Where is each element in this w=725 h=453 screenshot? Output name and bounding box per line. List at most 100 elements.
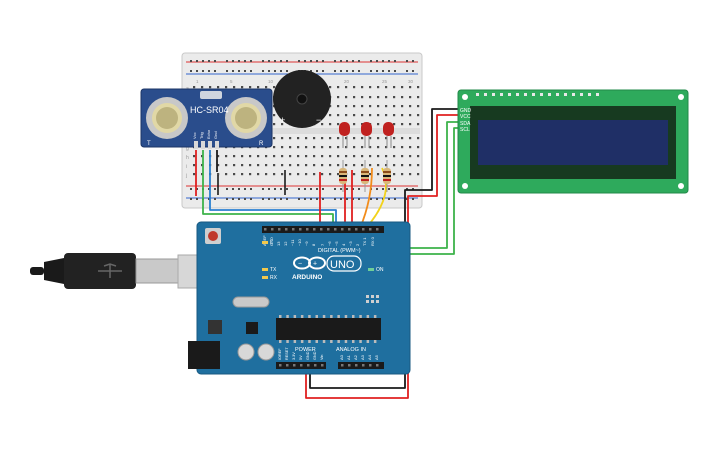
lcd-header-pin xyxy=(492,93,495,96)
power-label: POWER xyxy=(295,347,316,353)
rail-hole xyxy=(274,188,276,190)
breadboard-hole xyxy=(233,155,236,158)
icsp-pin xyxy=(366,300,369,303)
breadboard-hole xyxy=(369,146,372,149)
breadboard-hole xyxy=(377,137,380,140)
row-letter: g xyxy=(186,146,189,152)
pin-hole xyxy=(279,364,282,367)
pin-hole xyxy=(341,364,344,367)
pin-label: ~3 xyxy=(348,241,353,246)
breadboard-hole xyxy=(281,123,284,126)
row-letter: h xyxy=(186,155,189,161)
wire-green-sensor-trig xyxy=(202,150,334,228)
breadboard-hole xyxy=(393,155,396,158)
rail-hole xyxy=(406,70,408,72)
resistor-1[interactable] xyxy=(339,160,347,192)
lcd-pin-label: SDA xyxy=(460,121,471,127)
atmega-chip xyxy=(276,318,381,340)
rail-hole xyxy=(274,70,276,72)
rail-hole xyxy=(358,198,360,200)
breadboard-hole xyxy=(345,137,348,140)
breadboard-hole xyxy=(257,173,260,176)
sensor-pin-label: Echo xyxy=(206,129,211,139)
rail-hole xyxy=(370,70,372,72)
on-label: ON xyxy=(376,267,384,273)
breadboard-hole xyxy=(393,96,396,99)
breadboard-hole xyxy=(265,164,268,167)
breadboard-hole xyxy=(217,86,220,89)
rail-hole xyxy=(304,188,306,190)
breadboard-hole xyxy=(281,146,284,149)
piezo-buzzer[interactable]: + − xyxy=(273,70,331,128)
rail-hole xyxy=(196,198,198,200)
led-3[interactable] xyxy=(383,122,394,148)
pin-hole xyxy=(348,228,351,231)
chip-leg xyxy=(344,340,348,343)
pin-label: A3 xyxy=(360,354,365,360)
breadboard-hole xyxy=(401,146,404,149)
lcd-header-pin xyxy=(500,93,503,96)
rail-hole xyxy=(268,188,270,190)
breadboard-hole xyxy=(377,114,380,117)
pin-hole xyxy=(355,364,358,367)
breadboard-hole xyxy=(273,173,276,176)
breadboard-hole xyxy=(417,123,420,126)
breadboard-hole xyxy=(305,146,308,149)
breadboard-hole xyxy=(305,173,308,176)
resistor-3[interactable] xyxy=(383,160,391,192)
resistor-2[interactable] xyxy=(361,160,369,192)
breadboard-hole xyxy=(345,96,348,99)
led-1[interactable] xyxy=(339,122,350,148)
power-jack xyxy=(188,341,220,369)
lcd-module[interactable]: GND VCC SDA SCL xyxy=(457,89,689,194)
arduino-uno-board[interactable]: AREF GND 13 12 ~11 ~10 ~9 8 7 ~6 ~5 4 ~3… xyxy=(188,221,411,375)
lcd-header-pin xyxy=(556,93,559,96)
breadboard-hole xyxy=(377,86,380,89)
rail-hole xyxy=(376,60,378,62)
lcd-header-pin xyxy=(548,93,551,96)
column-number: 30 xyxy=(408,79,414,84)
pin-label: IOREF xyxy=(278,348,282,360)
rail-hole xyxy=(286,188,288,190)
pin-label: ~5 xyxy=(334,241,339,246)
led-2[interactable] xyxy=(361,122,372,148)
breadboard-hole xyxy=(241,155,244,158)
chip-leg xyxy=(322,340,326,343)
chip-leg xyxy=(293,340,297,343)
breadboard-hole xyxy=(409,105,412,108)
breadboard-hole xyxy=(225,173,228,176)
column-number: 20 xyxy=(344,79,350,84)
chip-leg xyxy=(337,340,340,343)
chip-leg xyxy=(344,315,348,318)
breadboard-hole xyxy=(329,137,332,140)
breadboard-hole xyxy=(337,96,340,99)
breadboard-hole xyxy=(305,137,308,140)
rail-hole xyxy=(190,188,192,190)
breadboard-hole xyxy=(193,164,196,167)
rail-hole xyxy=(214,188,216,190)
sensor-model-label: HC-SR04 xyxy=(190,105,229,115)
breadboard-hole xyxy=(409,146,412,149)
rail-hole xyxy=(250,198,252,200)
pin-label: GND xyxy=(306,351,310,360)
breadboard-hole xyxy=(377,146,380,149)
chip-leg xyxy=(315,340,318,343)
breadboard-hole xyxy=(257,164,260,167)
breadboard-hole xyxy=(417,86,420,89)
breadboard-hole xyxy=(353,155,356,158)
rail-hole xyxy=(304,60,306,62)
rail-hole xyxy=(310,60,312,62)
breadboard-hole xyxy=(361,96,364,99)
pin-label: 12 xyxy=(283,241,288,246)
breadboard-hole xyxy=(361,86,364,89)
usb-symbol-icon xyxy=(98,263,122,278)
svg-text:−: − xyxy=(298,261,302,268)
digital-header xyxy=(262,226,384,233)
rail-hole xyxy=(250,60,252,62)
sensor-pin-label: Gnd xyxy=(213,131,218,139)
chip-leg xyxy=(286,315,289,318)
digital-pin-labels: AREF GND 13 12 ~11 ~10 ~9 8 7 ~6 ~5 4 ~3… xyxy=(262,235,375,246)
ultrasonic-sensor[interactable]: HC-SR04 Vcc Trig Echo Gnd T R xyxy=(140,88,273,149)
digital-pin-holes xyxy=(264,228,379,231)
breadboard-hole xyxy=(193,155,196,158)
